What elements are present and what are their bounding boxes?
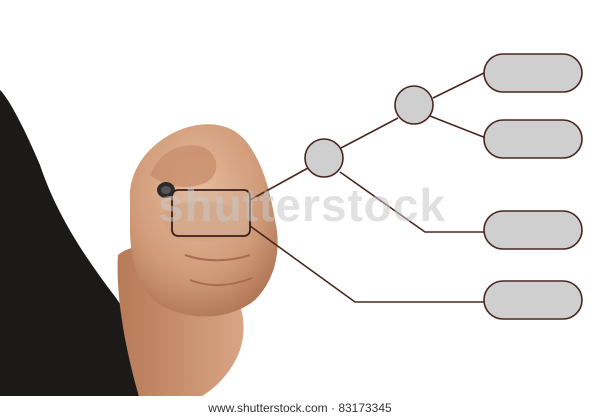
box-node-3 xyxy=(483,210,583,250)
connector-upper-node-to-box-1 xyxy=(432,71,487,99)
upper-circle-node xyxy=(394,85,434,125)
box-node-1 xyxy=(483,53,583,93)
connector-hub-to-box-3 xyxy=(339,171,486,233)
sleeve xyxy=(0,90,158,400)
hub-circle-node xyxy=(304,138,344,178)
connector-root-to-box-4 xyxy=(249,225,486,303)
connector-root-to-hub xyxy=(249,167,309,201)
connector-upper-node-to-box-2 xyxy=(429,115,487,139)
index-finger xyxy=(150,145,217,187)
thumb xyxy=(160,201,244,242)
marker-pen xyxy=(157,182,175,198)
connector-lines xyxy=(249,71,487,303)
finger-crease xyxy=(189,277,253,287)
box-node-2 xyxy=(483,119,583,159)
finger-crease xyxy=(184,254,251,262)
connector-hub-to-upper-node xyxy=(340,117,399,149)
box-node-4 xyxy=(483,280,583,320)
footer-caption: www.shutterstock.com · 83173345 xyxy=(0,396,600,420)
root-box xyxy=(171,189,251,237)
